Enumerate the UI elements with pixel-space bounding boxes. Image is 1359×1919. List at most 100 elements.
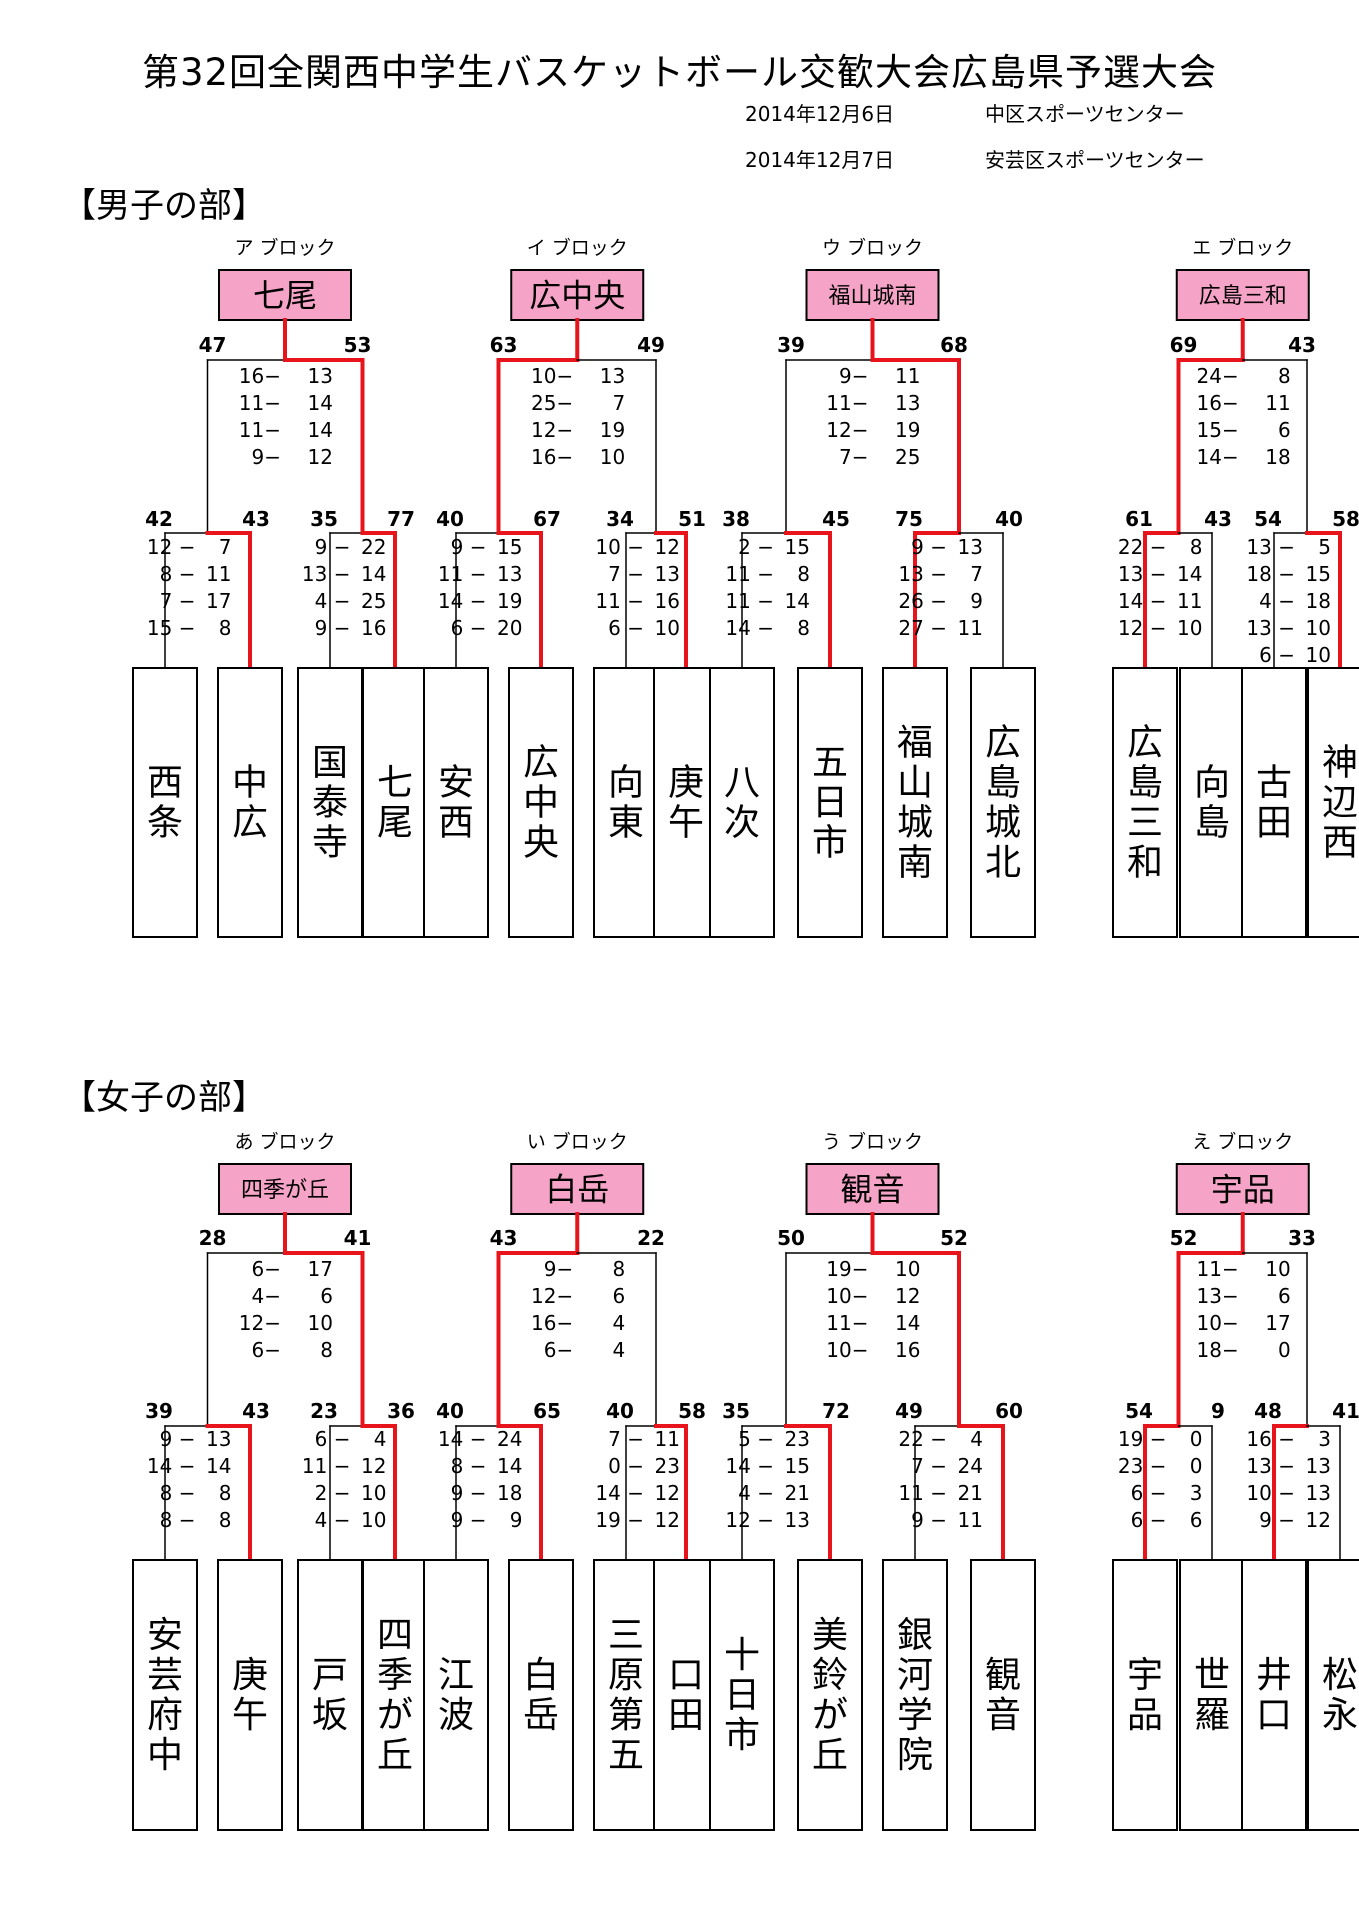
semi-score-left: 54	[1125, 1399, 1153, 1423]
final-score-left: 50	[777, 1226, 805, 1250]
semi-quarter-score: 11 −	[302, 1454, 351, 1478]
semi-quarter-score: 3	[1318, 1427, 1331, 1451]
semi-quarter-score: 16	[361, 616, 386, 640]
semi-quarter-score: 23	[655, 1454, 680, 1478]
semi-quarter-score: 8	[219, 1481, 232, 1505]
semi-quarter-score: 14 −	[595, 1481, 644, 1505]
final-score-right: 43	[1288, 333, 1316, 357]
boys-section-title: 【男子の部】	[62, 186, 266, 226]
final-quarter-score: 16−	[1197, 391, 1239, 415]
semi-quarter-score: 19 −	[1118, 1427, 1167, 1451]
semi-quarter-score: 22 −	[898, 1427, 947, 1451]
team-name: 安芸府中	[147, 1615, 183, 1776]
team-box	[423, 667, 489, 938]
semi-quarter-score: 9 −	[160, 1427, 196, 1451]
team-name: 十日市	[724, 1635, 760, 1756]
team-box	[882, 667, 948, 938]
team-name: 世羅	[1194, 1655, 1230, 1736]
semi-quarter-score: 8	[797, 562, 810, 586]
team-name: 古田	[1256, 763, 1292, 844]
final-score-right: 41	[344, 1226, 372, 1250]
team-box	[709, 667, 775, 938]
semi-quarter-score: 18 −	[1246, 562, 1295, 586]
semi-score-left: 40	[436, 507, 464, 531]
semi-quarter-score: 25	[361, 589, 386, 613]
semi-quarter-score: 7 −	[911, 1454, 947, 1478]
semi-quarter-score: 8 −	[160, 1508, 196, 1532]
team-box	[653, 1559, 719, 1831]
team-name: 広島三和	[1127, 723, 1163, 884]
semi-quarter-score: 12	[655, 535, 680, 559]
final-quarter-score: 9−	[252, 445, 281, 469]
final-quarter-score: 16−	[531, 445, 573, 469]
team-box	[297, 1559, 363, 1831]
final-quarter-score: 8	[320, 1338, 333, 1362]
final-quarter-score: 10	[1265, 1257, 1290, 1281]
champion-name: 広島三和	[1199, 284, 1287, 309]
team-name: 広中央	[523, 743, 559, 864]
semi-quarter-score: 0	[1190, 1454, 1203, 1478]
final-quarter-score: 14	[308, 418, 333, 442]
team-name: 銀河学院	[897, 1615, 933, 1776]
final-score-left: 43	[490, 1226, 518, 1250]
semi-score-left: 75	[895, 507, 923, 531]
semi-score-right: 67	[533, 507, 561, 531]
semi-quarter-score: 15	[497, 535, 522, 559]
team-box	[508, 667, 574, 938]
final-quarter-score: 12	[308, 445, 333, 469]
final-quarter-score: 11	[895, 364, 920, 388]
team-box	[423, 1559, 489, 1831]
semi-score-right: 41	[1332, 1399, 1359, 1423]
champion-name: 白岳	[545, 1171, 609, 1209]
semi-score-left: 39	[145, 1399, 173, 1423]
semi-quarter-score: 13 −	[1246, 535, 1295, 559]
team-name: 向東	[608, 763, 644, 844]
semi-quarter-score: 21	[785, 1481, 810, 1505]
final-quarter-score: 25	[895, 445, 920, 469]
final-quarter-score: 14−	[1197, 445, 1239, 469]
champion-box	[510, 1163, 645, 1215]
final-quarter-score: 16−	[531, 1311, 573, 1335]
semi-quarter-score: 12 −	[147, 535, 196, 559]
semi-quarter-score: 10	[361, 1481, 386, 1505]
final-quarter-score: 6	[1278, 1284, 1291, 1308]
team-name: 安西	[438, 763, 474, 844]
final-quarter-score: 12	[895, 1284, 920, 1308]
team-name: 観音	[985, 1655, 1021, 1736]
venue-line-2: 2014年12月7日安芸区スポーツセンター	[745, 144, 1205, 173]
block-label: ア ブロック	[234, 236, 335, 259]
semi-quarter-score: 12	[655, 1508, 680, 1532]
block-label: ウ ブロック	[822, 236, 923, 259]
final-quarter-score: 18	[1265, 445, 1290, 469]
semi-quarter-score: 11	[958, 616, 983, 640]
team-box	[132, 1559, 198, 1831]
semi-score-left: 38	[722, 507, 750, 531]
block-label: イ ブロック	[527, 236, 628, 259]
team-box	[1179, 667, 1245, 938]
team-box	[882, 1559, 948, 1831]
semi-quarter-score: 10	[361, 1508, 386, 1532]
final-quarter-score: 14	[895, 1311, 920, 1335]
team-name: 西条	[147, 763, 183, 844]
team-box	[1179, 1559, 1245, 1831]
team-name: 広島城北	[985, 723, 1021, 884]
final-quarter-score: 25−	[531, 391, 573, 415]
semi-quarter-score: 10 −	[595, 535, 644, 559]
semi-quarter-score: 11 −	[898, 1481, 947, 1505]
team-name: 向島	[1194, 763, 1230, 844]
semi-score-left: 40	[606, 1399, 634, 1423]
final-quarter-score: 4	[613, 1338, 626, 1362]
team-name: 井口	[1256, 1655, 1292, 1736]
team-box	[1241, 667, 1307, 938]
semi-quarter-score: 7	[970, 562, 983, 586]
final-quarter-score: 11−	[239, 418, 281, 442]
semi-score-right: 43	[1204, 507, 1232, 531]
final-score-right: 22	[637, 1226, 665, 1250]
final-quarter-score: 10−	[531, 364, 573, 388]
semi-quarter-score: 8	[219, 1508, 232, 1532]
team-box	[1307, 1559, 1359, 1831]
final-score-left: 69	[1170, 333, 1198, 357]
semi-quarter-score: 18	[497, 1481, 522, 1505]
final-quarter-score: 10	[308, 1311, 333, 1335]
semi-score-left: 61	[1125, 507, 1153, 531]
